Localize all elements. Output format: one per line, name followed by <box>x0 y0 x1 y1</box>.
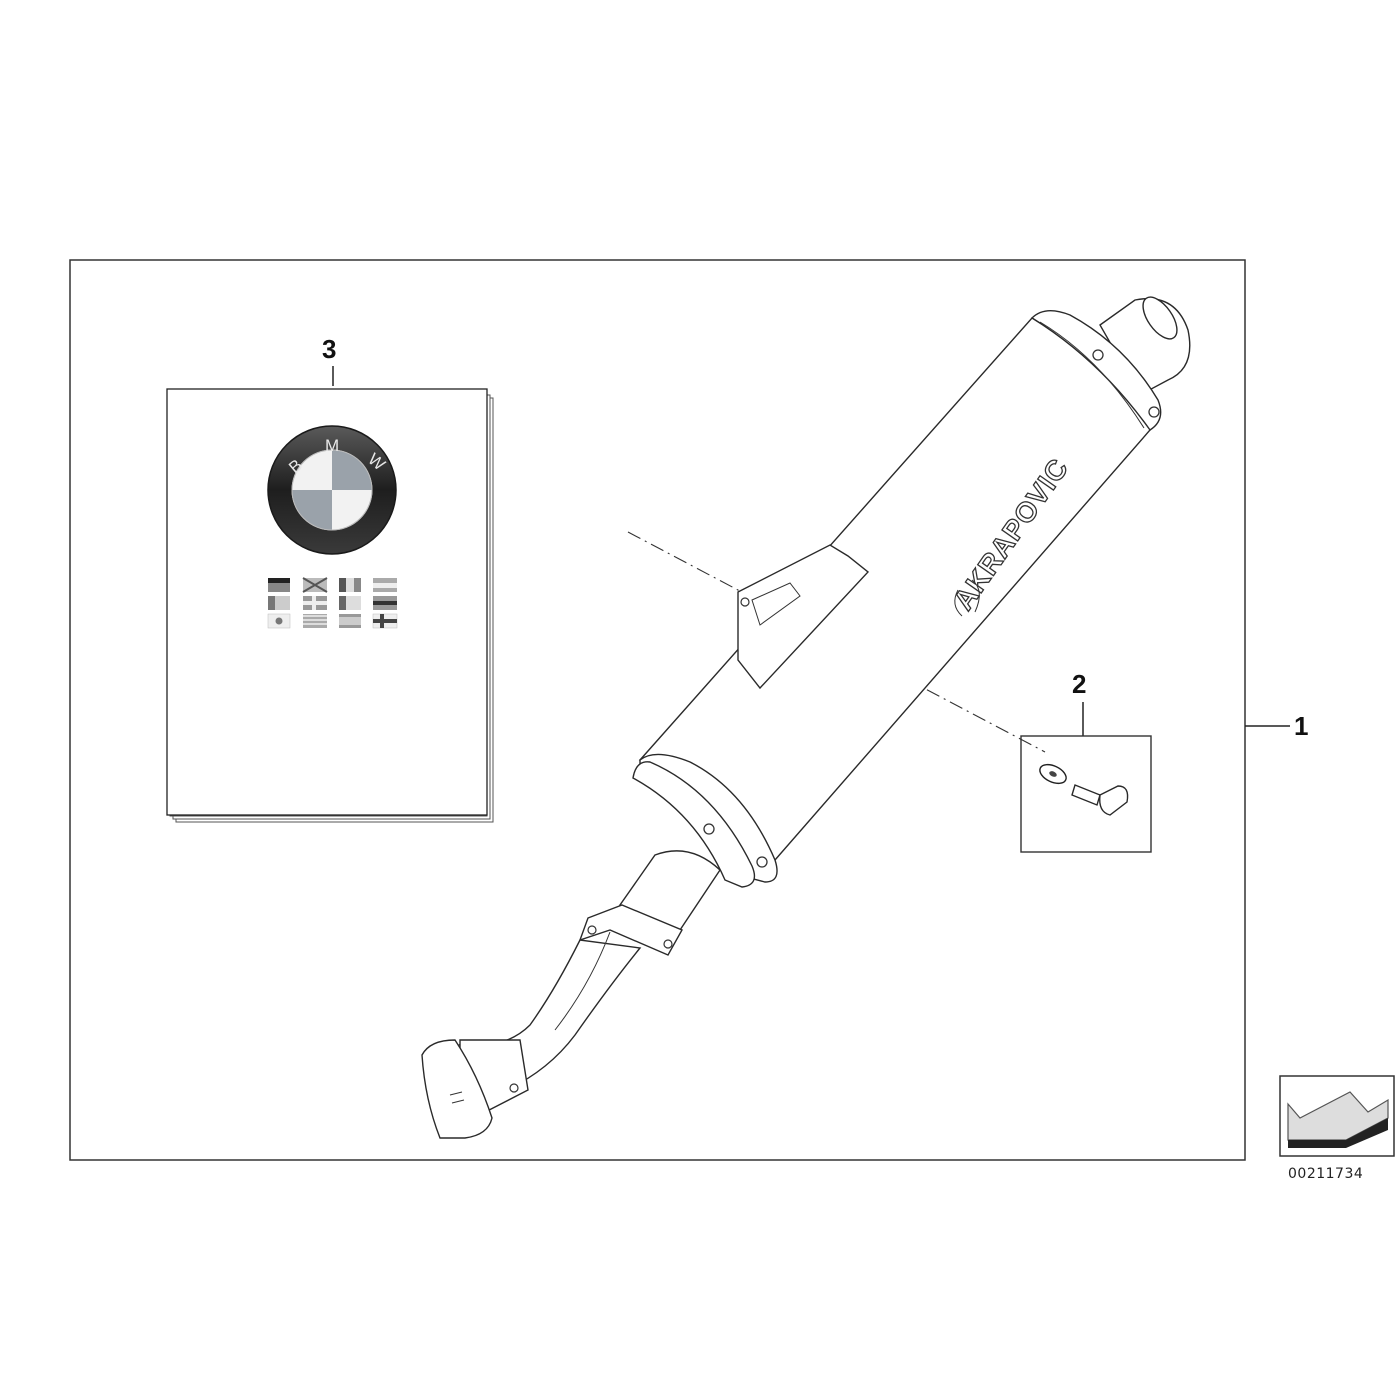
callout-3: 3 <box>322 334 336 364</box>
svg-text:M: M <box>325 436 339 455</box>
bmw-logo: B M W <box>267 425 397 555</box>
diagram-reference-icon <box>1279 1075 1395 1157</box>
callout-2: 2 <box>1072 669 1086 699</box>
callout-1: 1 <box>1294 711 1308 741</box>
owners-manual: B M W <box>166 388 494 823</box>
assembly-frame <box>69 259 1246 1161</box>
language-flags <box>267 577 398 629</box>
silencer-assembly: AKRAPOVIC <box>421 296 1191 1139</box>
screw-and-washer <box>1039 763 1129 816</box>
diagram-reference-number: 00211734 <box>1288 1166 1363 1182</box>
screw-detail-box <box>1020 735 1152 853</box>
